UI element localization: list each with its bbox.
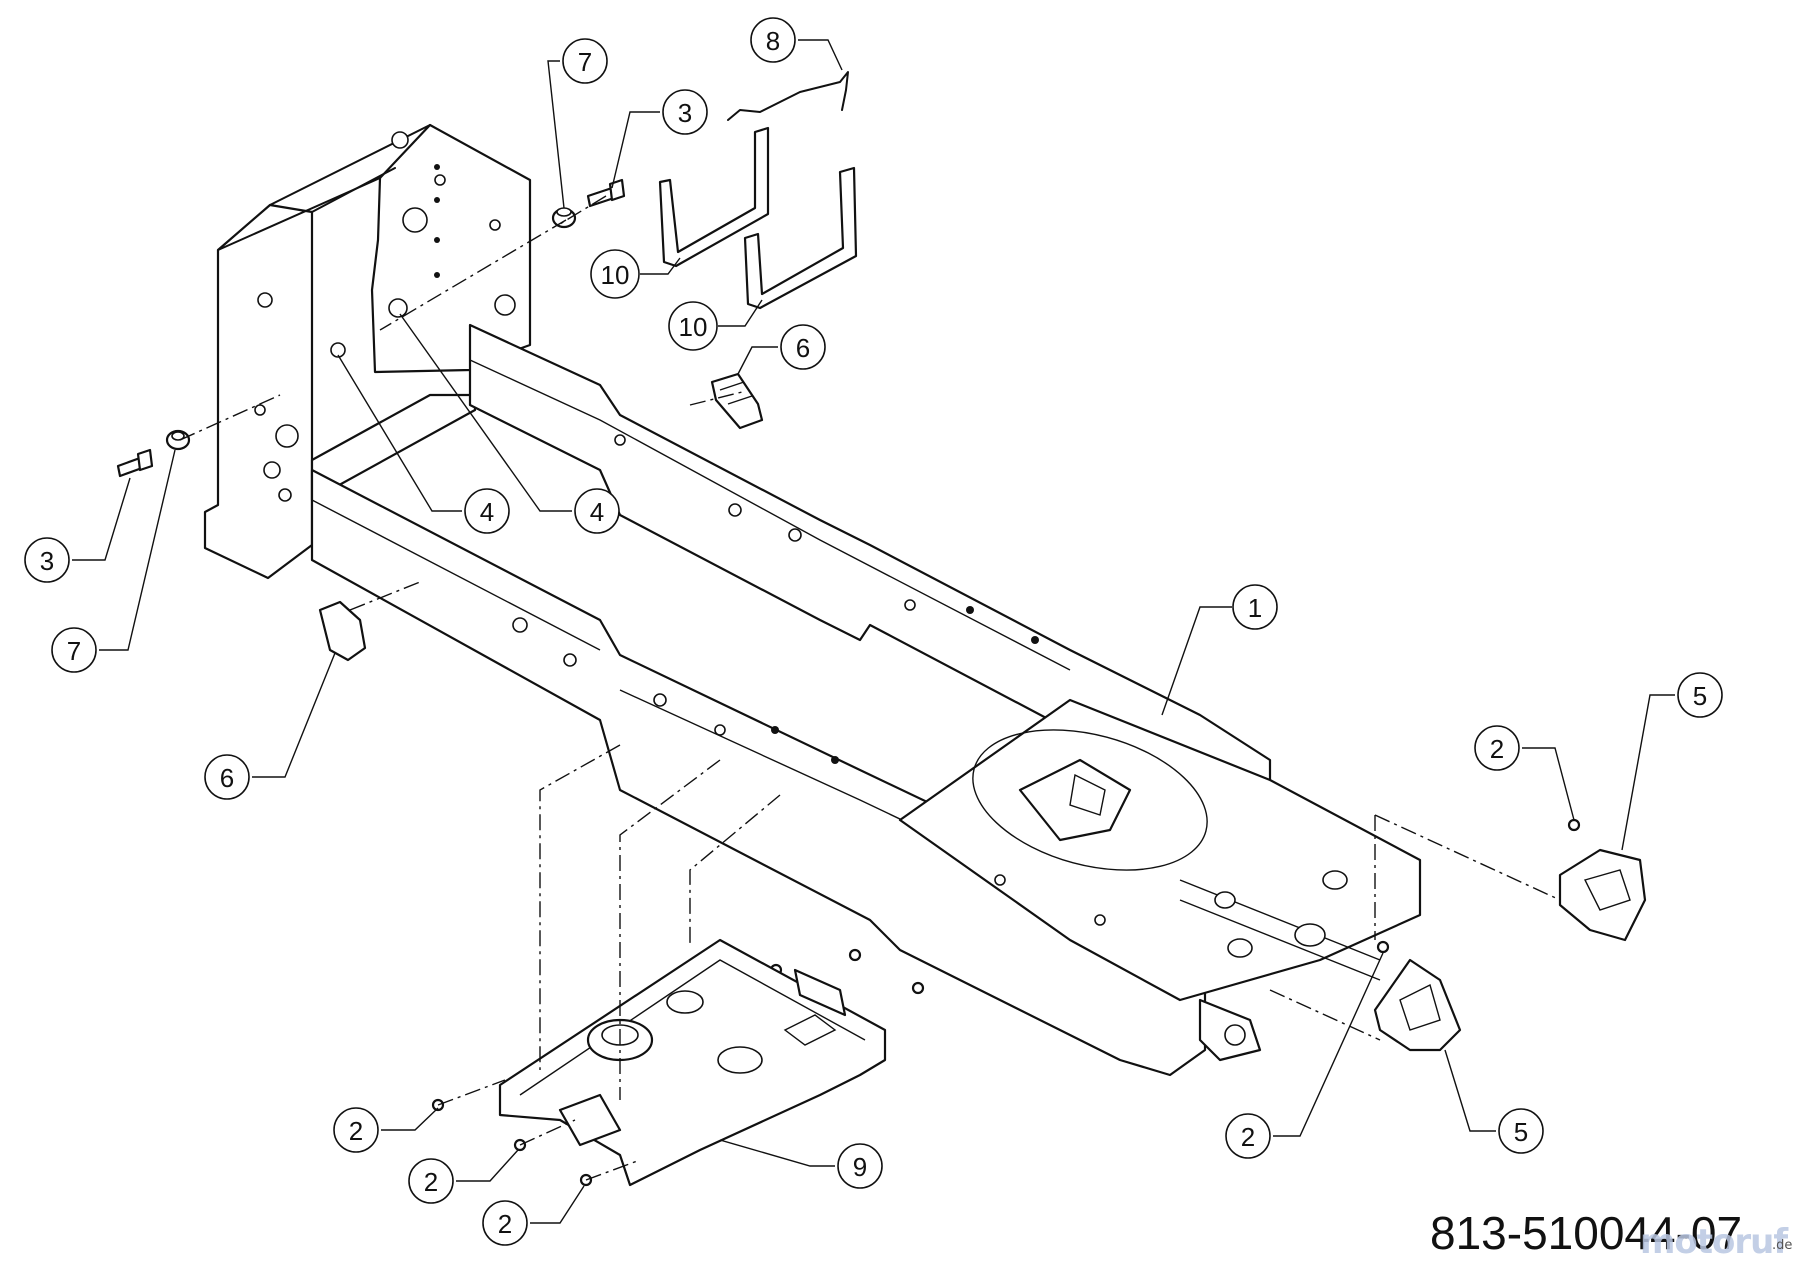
callout-8: 8: [750, 17, 796, 63]
callout-label: 4: [480, 497, 494, 527]
callout-label: 2: [1490, 734, 1504, 764]
callout-label: 2: [349, 1116, 363, 1146]
spring-clip-part-8: [727, 71, 849, 121]
callout-label: 8: [766, 26, 780, 56]
callout-label: 9: [853, 1152, 867, 1182]
callout-bubble: [24, 537, 70, 583]
main-frame-part: [203, 123, 1422, 1077]
callout-bubble: [780, 324, 826, 370]
callout-label: 7: [67, 636, 81, 666]
callout-group: 1 2 2 2 2 2 3 3 4 4 5 5 6 6 7 7 8 9 10 10: [24, 17, 1723, 1246]
bolt-part-3-lower: [116, 448, 154, 478]
bracket-part-10-lower: [743, 166, 858, 310]
callout-2: 2: [408, 1158, 454, 1204]
callout-bubble: [574, 488, 620, 534]
callout-label: 4: [590, 497, 604, 527]
callout-10: 10: [668, 301, 718, 351]
callout-bubble: [1677, 672, 1723, 718]
callout-label: 3: [40, 546, 54, 576]
callout-bubble: [204, 754, 250, 800]
bumper-part-5-right: [1558, 848, 1647, 942]
callout-5: 5: [1677, 672, 1723, 718]
end-cap-part-6-upper: [710, 372, 764, 430]
callout-label: 6: [220, 763, 234, 793]
callout-bubble: [51, 627, 97, 673]
callout-bubble: [1225, 1113, 1271, 1159]
callout-9: 9: [837, 1143, 883, 1189]
callout-10: 10: [590, 249, 640, 299]
callout-6: 6: [204, 754, 250, 800]
callout-4: 4: [574, 488, 620, 534]
callout-6: 6: [780, 324, 826, 370]
callout-3: 3: [662, 89, 708, 135]
callout-5: 5: [1498, 1108, 1544, 1154]
callout-2: 2: [482, 1200, 528, 1246]
callout-label: 2: [498, 1209, 512, 1239]
callout-bubble: [408, 1158, 454, 1204]
bumper-part-5-center: [1373, 958, 1462, 1052]
callout-bubble: [590, 249, 640, 299]
callout-bubble: [1474, 725, 1520, 771]
callout-label: 3: [678, 98, 692, 128]
callout-bubble: [750, 17, 796, 63]
callout-bubble: [1232, 584, 1278, 630]
callout-bubble: [562, 38, 608, 84]
callout-bubble: [662, 89, 708, 135]
skid-plate-part-9: [498, 938, 887, 1187]
callout-label: 7: [578, 47, 592, 77]
screw-part-2-group: [431, 818, 1581, 1187]
callout-label: 6: [796, 333, 810, 363]
assembly-lines: [179, 195, 1561, 1181]
callout-2: 2: [1474, 725, 1520, 771]
callout-label: 1: [1248, 593, 1262, 623]
callout-2: 2: [1225, 1113, 1271, 1159]
bushing-part-7-lower: [165, 429, 191, 451]
callout-bubble: [1498, 1108, 1544, 1154]
end-cap-part-6-lower: [318, 600, 367, 662]
drawing-number: 813-510044-07: [1430, 1207, 1743, 1259]
callout-bubble: [482, 1200, 528, 1246]
callout-bubble: [837, 1143, 883, 1189]
bushing-part-7-upper: [551, 207, 577, 229]
callout-2: 2: [333, 1107, 379, 1153]
callout-label: 2: [1241, 1122, 1255, 1152]
callout-3: 3: [24, 537, 70, 583]
bracket-part-10-upper: [658, 126, 770, 268]
callout-label: 5: [1693, 681, 1707, 711]
callout-bubble: [333, 1107, 379, 1153]
callout-label: 10: [679, 312, 708, 342]
callout-label: 10: [601, 260, 630, 290]
callout-bubble: [464, 488, 510, 534]
watermark-tld: .de: [1772, 1238, 1793, 1253]
leader-lines: [72, 39, 1675, 1224]
callout-7: 7: [562, 38, 608, 84]
callout-1: 1: [1232, 584, 1278, 630]
callout-label: 5: [1514, 1117, 1528, 1147]
callout-label: 2: [424, 1167, 438, 1197]
watermark-logo: motoruf: [1640, 1222, 1788, 1262]
callout-7: 7: [51, 627, 97, 673]
callout-bubble: [668, 301, 718, 351]
callout-4: 4: [464, 488, 510, 534]
bolt-part-3-upper: [586, 178, 626, 208]
